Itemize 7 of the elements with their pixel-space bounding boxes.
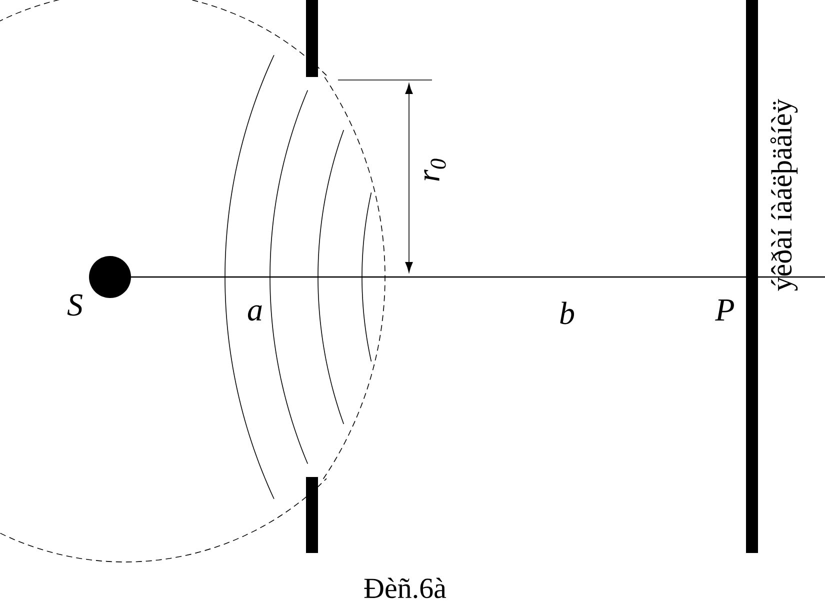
point-label: S <box>67 294 82 316</box>
screen-label: ýêðàí íàáëþäåíèÿ <box>770 98 798 291</box>
point-label: b <box>560 302 574 324</box>
figure-caption: Ðèñ.6à <box>364 578 446 598</box>
radius-label: r$_{0}$ <box>424 158 446 181</box>
point-label: a <box>248 305 262 321</box>
point-label: P <box>715 300 734 320</box>
